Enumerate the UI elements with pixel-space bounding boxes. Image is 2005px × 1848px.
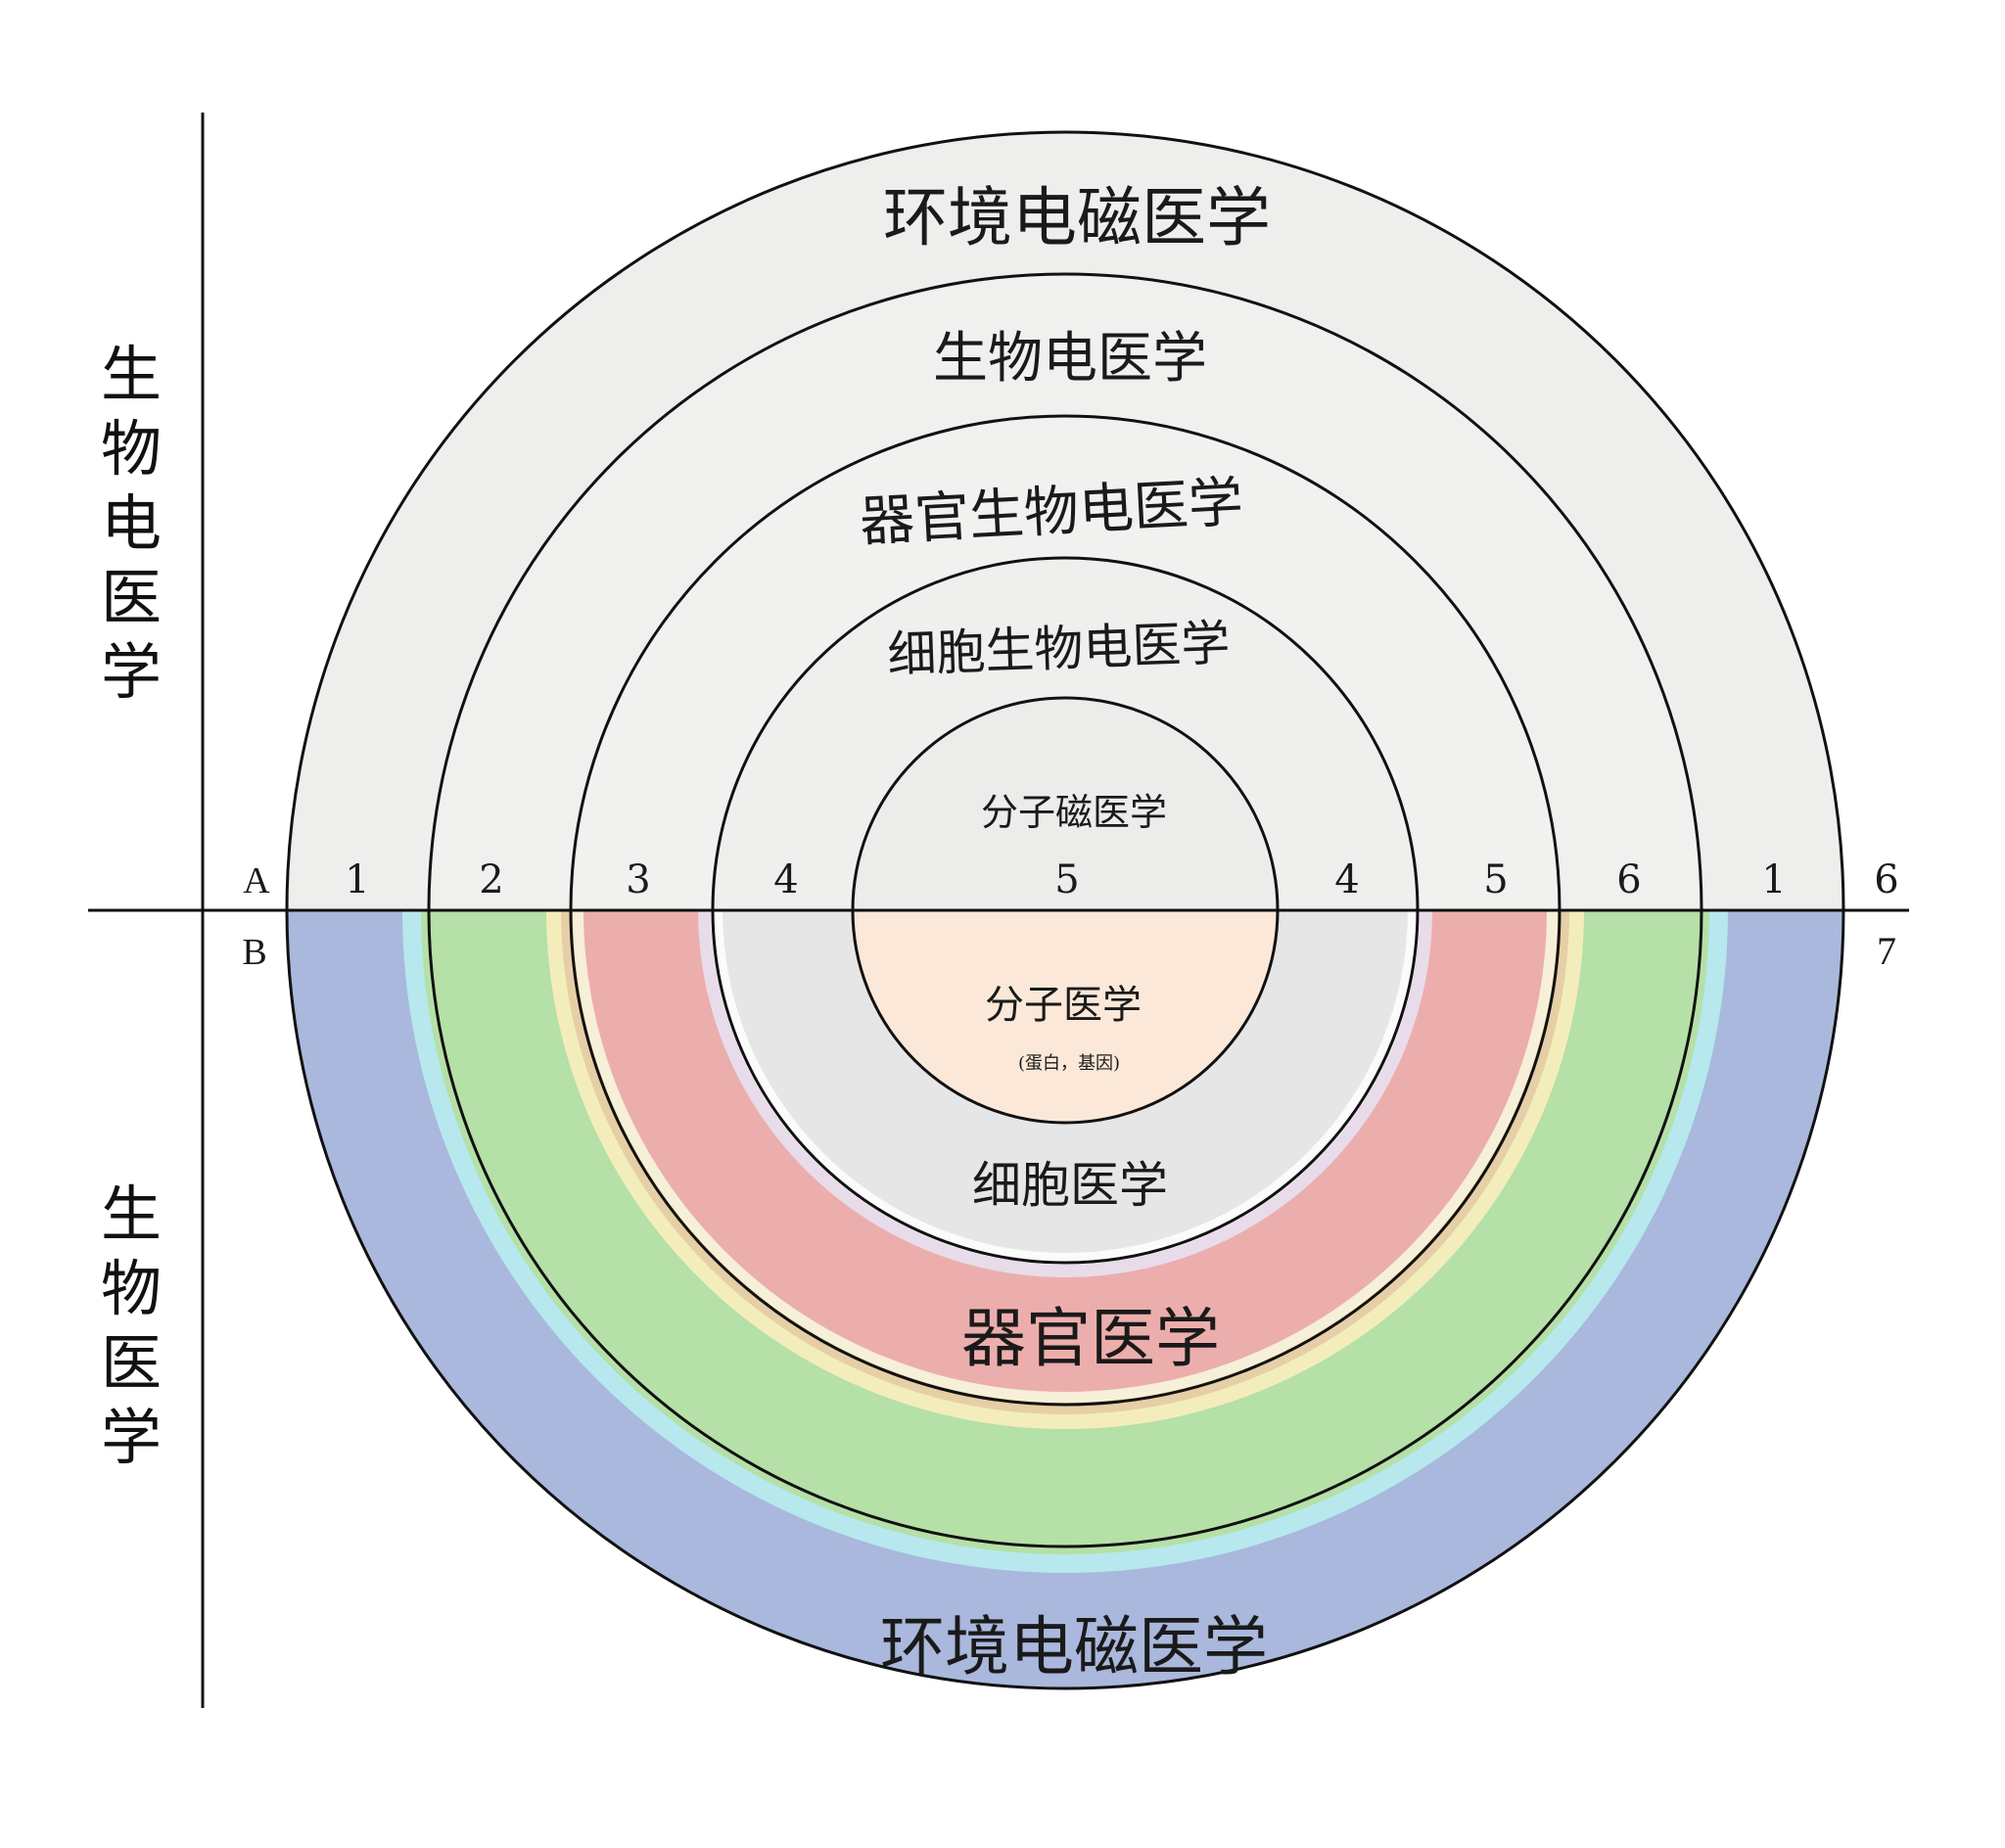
label-environmental-em-medicine-bottom: 环境电磁医学 <box>880 1609 1268 1685</box>
axis-number-right-bottom: 7 <box>1877 929 1896 973</box>
axis-number: 5 <box>1483 857 1508 902</box>
label-cell-bioelectric-medicine: 细胞生物电医学 <box>887 615 1232 683</box>
axis-number: 6 <box>1616 857 1641 902</box>
row-label-b: B <box>242 932 266 973</box>
axis-number: 6 <box>1874 857 1898 902</box>
label-protein-gene: (蛋白，基因) <box>1018 1053 1120 1074</box>
label-molecular-medicine: 分子医学 <box>985 983 1142 1028</box>
label-bioelectric-medicine: 生物电医学 <box>933 327 1207 391</box>
label-cell-medicine: 细胞医学 <box>972 1157 1168 1214</box>
axis-number: 2 <box>479 857 503 902</box>
row-label-a: A <box>243 860 270 901</box>
axis-number: 1 <box>1761 857 1786 902</box>
label-molecular-magnetic-medicine: 分子磁医学 <box>981 791 1167 834</box>
side-label-bioelectric-medicine: 生物电医学 <box>100 339 162 708</box>
axis-number: 4 <box>1334 857 1359 902</box>
axis-number: 5 <box>1054 857 1079 902</box>
lower-half-bands <box>287 910 1843 1688</box>
label-organ-medicine: 器官医学 <box>961 1301 1220 1376</box>
label-environmental-em-medicine-top: 环境电磁医学 <box>883 180 1271 255</box>
axis-numbers: 1 2 3 4 5 4 5 6 1 6 <box>345 857 1898 902</box>
axis-number: 4 <box>773 857 798 902</box>
axis-number: 3 <box>626 857 650 902</box>
side-label-biomedicine: 生物医学 <box>100 1178 162 1473</box>
upper-half-fills <box>287 132 1843 910</box>
core-peach <box>853 910 1278 1123</box>
axis-number: 1 <box>345 857 369 902</box>
